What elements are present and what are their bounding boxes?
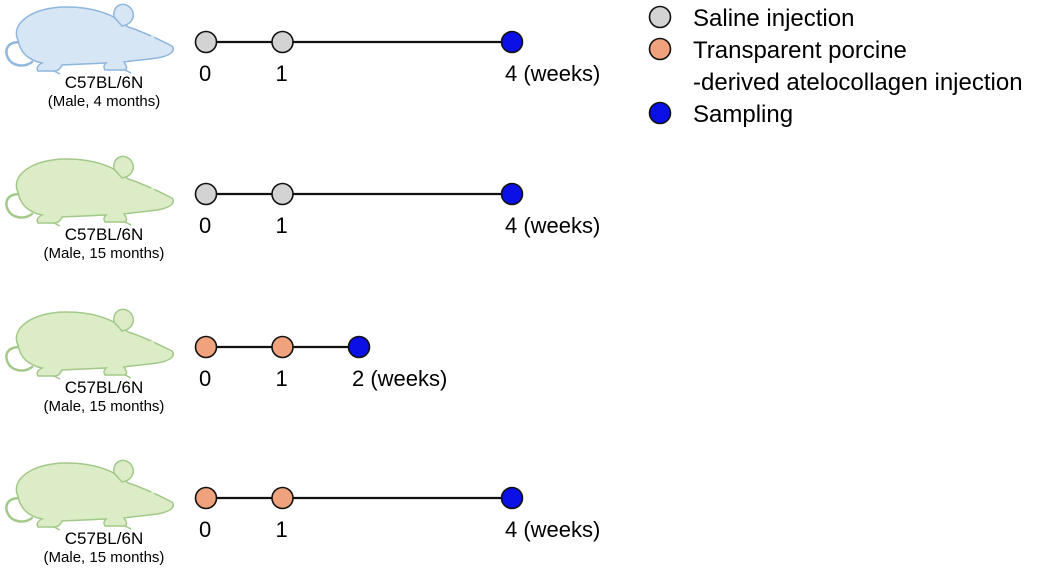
time-label: 2 (weeks): [352, 366, 447, 391]
time-label: 0: [199, 213, 211, 238]
mouse-strain-label: C57BL/6N: [65, 73, 143, 92]
mouse-detail-label: (Male, 15 months): [44, 398, 165, 415]
group-4: C57BL/6N(Male, 15 months) 0 1 4 (weeks): [5, 459, 600, 566]
mouse-detail-label: (Male, 4 months): [48, 93, 161, 110]
event-marker-collagen: [271, 486, 294, 510]
mouse-icon: [5, 155, 175, 228]
time-label: 4 (weeks): [505, 61, 600, 86]
time-label: 1: [276, 517, 288, 542]
event-marker-sampling: [500, 486, 524, 510]
group-2: C57BL/6N(Male, 15 months) 0 1 4 (weeks): [5, 155, 600, 262]
legend-marker-saline: [648, 5, 672, 29]
group-1: C57BL/6N(Male, 4 months) 0 1 4 (weeks): [5, 3, 600, 110]
mouse-icon: [5, 3, 175, 76]
event-marker-sampling: [500, 182, 524, 206]
time-label: 4 (weeks): [505, 517, 600, 542]
mouse-strain-label: C57BL/6N: [65, 378, 143, 397]
time-label: 1: [276, 61, 288, 86]
event-marker-sampling: [347, 335, 371, 359]
time-label: 0: [199, 61, 211, 86]
event-marker-saline: [194, 182, 218, 206]
legend-label: Sampling: [693, 101, 793, 128]
legend-label: Transparent porcine: [693, 37, 907, 64]
event-marker-saline: [271, 30, 294, 54]
event-marker-collagen: [194, 486, 218, 510]
legend-item-saline: Saline injection: [648, 5, 854, 32]
legend-item-sampling: Sampling: [648, 101, 793, 128]
mouse-icon: [5, 308, 175, 381]
mouse-icon: [5, 459, 175, 532]
mouse-strain-label: C57BL/6N: [65, 225, 143, 244]
legend-item-collagen: Transparent porcine -derived atelocollage…: [648, 37, 1023, 96]
mouse-strain-label: C57BL/6N: [65, 529, 143, 548]
event-marker-sampling: [500, 30, 524, 54]
time-label: 4 (weeks): [505, 213, 600, 238]
mouse-detail-label: (Male, 15 months): [44, 245, 165, 262]
mouse-detail-label: (Male, 15 months): [44, 549, 165, 566]
legend-label: Saline injection: [693, 5, 854, 32]
time-label: 1: [276, 366, 288, 391]
legend-label: -derived atelocollagen injection: [693, 69, 1023, 96]
group-3: C57BL/6N(Male, 15 months) 0 1 2 (weeks): [5, 308, 447, 415]
event-marker-collagen: [271, 335, 294, 359]
legend-marker-collagen: [648, 37, 672, 61]
legend-marker-sampling: [648, 101, 672, 125]
time-label: 1: [276, 213, 288, 238]
time-label: 0: [199, 366, 211, 391]
event-marker-saline: [194, 30, 218, 54]
event-marker-collagen: [194, 335, 218, 359]
event-marker-saline: [271, 182, 294, 206]
time-label: 0: [199, 517, 211, 542]
